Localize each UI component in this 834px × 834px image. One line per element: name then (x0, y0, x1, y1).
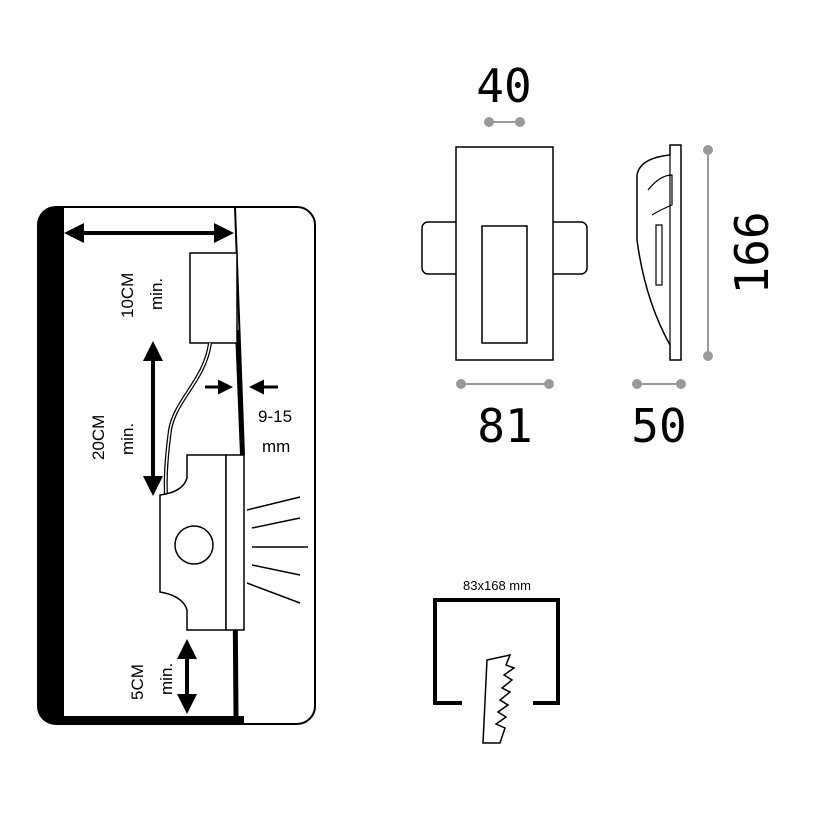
wall-thickness-value: 9-15 (258, 407, 292, 426)
mid-clearance-min: min. (118, 423, 137, 455)
cutout-outline (433, 598, 560, 705)
lamp-socket (174, 525, 214, 565)
side-view: 166 50 (631, 144, 779, 453)
wall-thickness-unit: mm (262, 437, 290, 456)
fixture-frame (225, 454, 245, 631)
light-rays (246, 496, 308, 604)
top-clearance-label: 10CM (118, 273, 137, 318)
side-profile (636, 144, 682, 361)
saw-blade-icon (482, 653, 516, 744)
section-frame (37, 206, 316, 725)
front-view: 40 81 (421, 59, 588, 453)
slot-width-label: 40 (476, 59, 531, 113)
top-clearance-min: min. (147, 278, 166, 310)
floor (64, 716, 244, 724)
bottom-clearance-min: min. (157, 663, 176, 695)
light-slot (481, 225, 528, 344)
installation-section: 10CM min. 20CM min. 5CM min. 9-15 mm (37, 206, 316, 725)
cutout-size-label: 83x168 mm (463, 578, 531, 593)
bottom-clearance-label: 5CM (128, 664, 147, 700)
cutout-view: 83x168 mm (433, 578, 560, 744)
wall-face (234, 206, 245, 456)
width-label: 81 (477, 399, 532, 453)
height-label: 166 (725, 211, 779, 294)
mid-clearance-label: 20CM (89, 415, 108, 460)
driver-box (189, 252, 238, 344)
back-wall (38, 207, 64, 724)
depth-label: 50 (631, 399, 686, 453)
